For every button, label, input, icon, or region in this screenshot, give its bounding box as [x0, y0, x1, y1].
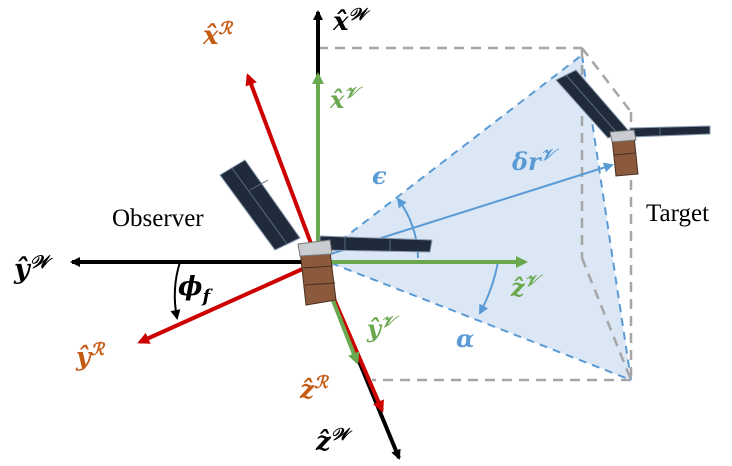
rbar-x-axis: [245, 73, 320, 263]
target-satellite-icon: [555, 69, 711, 177]
world-z-label: ẑ𝒲: [315, 425, 353, 457]
phi-f-label: ϕf: [178, 272, 213, 307]
elevation-angle-label: ϵ: [372, 161, 387, 190]
vbar-x-label: x̂𝒱: [329, 83, 363, 114]
observer-label: Observer: [112, 205, 204, 232]
rbar-y-label: ŷℛ: [75, 340, 106, 371]
epsilon-arc: [396, 197, 419, 259]
vbar-y-label: ŷ𝒱: [366, 312, 400, 343]
phi-arc: [170, 261, 181, 320]
rbar-z-label: ẑℛ: [299, 373, 329, 404]
rbar-y-axis: [137, 260, 319, 344]
cone-edge-far: [581, 54, 632, 381]
world-y-label: ŷ𝒲: [13, 252, 54, 285]
world-x-label: x̂𝒲: [332, 5, 371, 37]
view-cone: [318, 55, 631, 380]
target-label: Target: [646, 200, 709, 227]
rbar-x-label: x̂ℛ: [202, 19, 234, 51]
observer-satellite-icon: [219, 159, 433, 306]
azimuth-angle-label: α: [456, 324, 474, 353]
